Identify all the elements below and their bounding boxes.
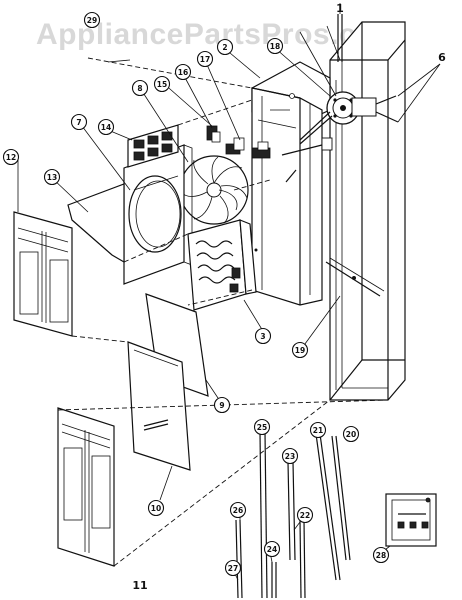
callout-number: 24: [267, 545, 277, 554]
callout-7: 7: [70, 113, 88, 131]
callout-circle: [309, 421, 327, 439]
callout-number: 18: [270, 42, 280, 51]
callout-circle: [2, 148, 20, 166]
callout-17: 17: [196, 50, 214, 68]
callout-10: 10: [147, 499, 165, 517]
front-grille-lower: [57, 407, 115, 567]
callout-number: 16: [178, 68, 188, 77]
front-grille-upper: [13, 211, 73, 337]
callout-circle: [174, 63, 192, 81]
callout-13: 13: [43, 168, 61, 186]
callout-24: 24: [263, 540, 281, 558]
callout-circle: [147, 499, 165, 517]
callout-8: 8: [131, 79, 149, 97]
callout-16: 16: [174, 63, 192, 81]
callout-number: 1: [336, 2, 344, 15]
assembly-dashed-lines: [57, 57, 389, 567]
callout-number: 22: [300, 511, 310, 520]
relay-components: [206, 125, 271, 159]
callout-15: 15: [153, 75, 171, 93]
callout-number: 8: [137, 84, 142, 93]
callout-21: 21: [309, 421, 327, 439]
callout-circle: [342, 425, 360, 443]
callout-circle: [281, 447, 299, 465]
callout-circle: [43, 168, 61, 186]
callout-number: 7: [76, 118, 81, 127]
callout-number: 12: [6, 153, 16, 162]
callout-circle: [372, 546, 390, 564]
callout-circle: [70, 113, 88, 131]
callout-number: 15: [157, 80, 167, 89]
callout-number: 9: [219, 401, 224, 410]
callout-25: 25: [253, 418, 271, 436]
callout-number: 26: [233, 506, 243, 515]
callout-number: 6: [438, 51, 446, 64]
callout-number: 17: [200, 55, 210, 64]
callout-number: 19: [295, 346, 305, 355]
air-baffle: [67, 183, 125, 264]
callout-circle: [254, 327, 272, 345]
callout-circle: [97, 118, 115, 136]
callout-29: 29: [83, 11, 101, 29]
callout-circle: [263, 540, 281, 558]
callout-6: 6: [438, 51, 446, 64]
part-callouts: 1236789101112131415161718192021222324252…: [2, 2, 446, 592]
callout-circle: [213, 396, 231, 414]
mounting-rods: [235, 431, 351, 599]
callout-2: 2: [216, 38, 234, 56]
callout-circle: [296, 506, 314, 524]
callout-circle: [291, 341, 309, 359]
callout-23: 23: [281, 447, 299, 465]
callout-number: 27: [228, 564, 238, 573]
leader-lines: [17, 25, 441, 581]
callout-number: 29: [87, 16, 97, 25]
callout-3: 3: [254, 327, 272, 345]
callout-number: 2: [222, 43, 227, 52]
callout-12: 12: [2, 148, 20, 166]
callout-number: 20: [346, 430, 356, 439]
motor-pulley-assembly: [281, 91, 399, 183]
heater-element-assembly: [187, 219, 257, 311]
callout-1: 1: [336, 2, 344, 15]
callout-circle: [153, 75, 171, 93]
control-board: [127, 124, 179, 168]
callout-circle: [216, 38, 234, 56]
callout-20: 20: [342, 425, 360, 443]
callout-22: 22: [296, 506, 314, 524]
callout-9: 9: [213, 396, 231, 414]
callout-circle: [253, 418, 271, 436]
callout-18: 18: [266, 37, 284, 55]
callout-number: 14: [101, 123, 111, 132]
callout-number: 13: [47, 173, 57, 182]
callout-number: 28: [376, 551, 386, 560]
callout-number: 3: [260, 332, 265, 341]
callout-number: 11: [132, 579, 147, 592]
callout-number: 23: [285, 452, 295, 461]
callout-number: 25: [257, 423, 267, 432]
callout-11: 11: [132, 579, 147, 592]
cabinet-housing: [325, 21, 406, 401]
callout-number: 10: [151, 504, 161, 513]
callout-circle: [266, 37, 284, 55]
callout-26: 26: [229, 501, 247, 519]
callout-27: 27: [224, 559, 242, 577]
fan-shroud-plate: [123, 144, 193, 285]
callout-28: 28: [372, 546, 390, 564]
callout-circle: [224, 559, 242, 577]
callout-14: 14: [97, 118, 115, 136]
callout-circle: [229, 501, 247, 519]
callout-number: 21: [313, 426, 323, 435]
service-door: [127, 341, 191, 471]
callout-19: 19: [291, 341, 309, 359]
callout-circle: [131, 79, 149, 97]
callout-circle: [196, 50, 214, 68]
wall-thermostat: [385, 493, 437, 547]
blower-wheel: [179, 155, 249, 225]
callout-circle: [83, 11, 101, 29]
blower-housing: [251, 61, 331, 306]
